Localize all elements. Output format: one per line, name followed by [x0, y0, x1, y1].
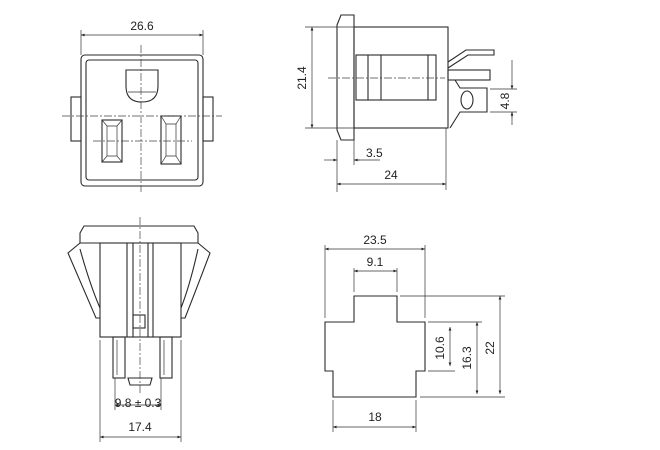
left-latch [67, 242, 100, 319]
front-view: 26.6 [62, 19, 222, 192]
cutout-h2-dimension: 16.3 [460, 346, 474, 370]
lower-terminal [447, 69, 491, 81]
height-dimension: 21.4 [295, 66, 309, 90]
upper-terminal [447, 49, 495, 69]
terminal-dimension: 4.8 [498, 92, 512, 109]
ground-pin-hole [125, 69, 159, 103]
cutout-width-dimension: 23.5 [363, 233, 387, 247]
right-slot [160, 115, 182, 165]
terminal-bracket [449, 79, 488, 129]
bottom-view: 9.8 ± 0.3 17.4 [67, 217, 211, 442]
pin-pitch-dimension: 9.8 ± 0.3 [115, 396, 162, 410]
side-view: 21.4 3.5 24 4.8 [295, 14, 517, 192]
flange-dimension: 3.5 [366, 146, 383, 160]
panel-cutout: 23.5 9.1 18 10.6 16.3 22 [324, 233, 505, 432]
body-width-dimension: 17.4 [128, 420, 152, 434]
cutout-bottom-width-dimension: 18 [368, 410, 382, 424]
cutout-top-width-dimension: 9.1 [367, 255, 384, 269]
width-dimension: 26.6 [130, 19, 154, 33]
cutout-h1-dimension: 10.6 [433, 336, 447, 360]
cutout-height-dimension: 22 [483, 341, 497, 355]
depth-dimension: 24 [384, 168, 398, 182]
right-latch [181, 242, 211, 319]
